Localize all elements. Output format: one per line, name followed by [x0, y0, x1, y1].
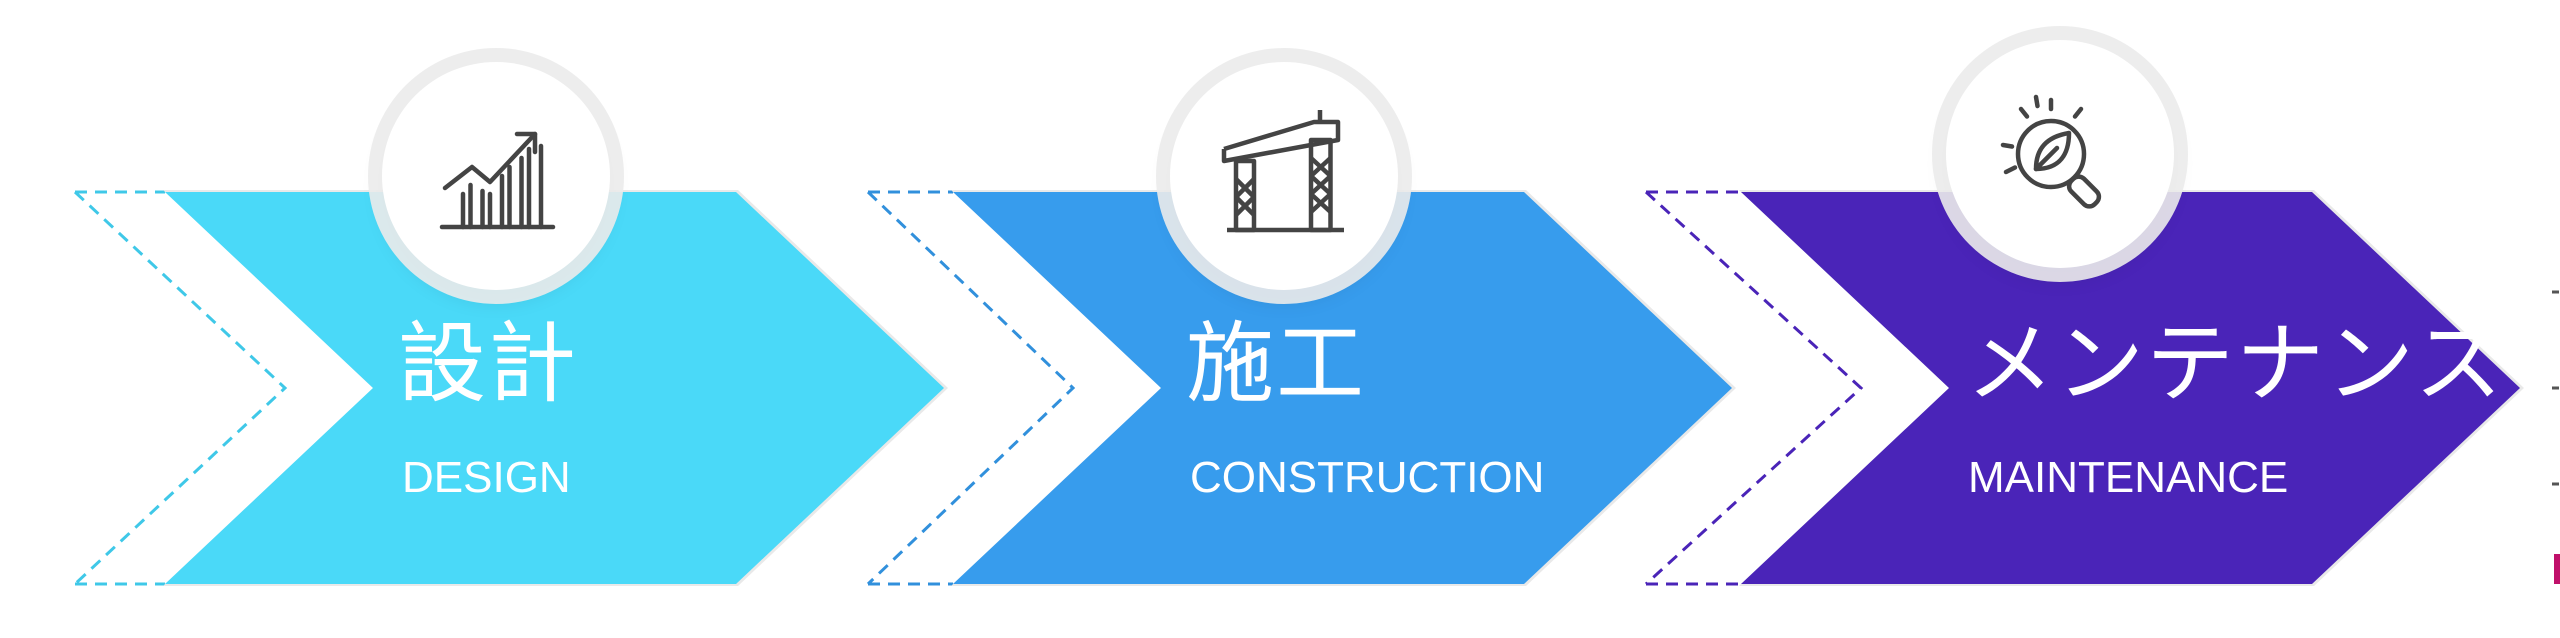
step-construction-subtitle: CONSTRUCTION [1190, 453, 1545, 502]
step-construction-arrow [866, 190, 1736, 586]
step-design: 設計 DESIGN [0, 0, 948, 638]
growth-chart-icon [439, 131, 556, 230]
step-maintenance-icon-circle [1946, 40, 2174, 268]
step-construction-icon-circle [1170, 62, 1398, 290]
leaf-inspection-icon [2000, 94, 2102, 209]
step-maintenance-title: メンテナンス [1966, 312, 2505, 415]
step-design-chevron [165, 192, 944, 584]
step-maintenance: メンテナンス MAINTENANCE [1576, 0, 2524, 638]
edge-marks [2552, 290, 2560, 584]
step-maintenance-chevron [1741, 192, 2520, 584]
construction-crane-icon [1221, 110, 1344, 233]
step-design-subtitle: DESIGN [402, 453, 571, 502]
step-construction: 施工 CONSTRUCTION [788, 0, 1736, 638]
step-construction-title: 施工 [1186, 312, 1367, 415]
step-design-title: 設計 [398, 312, 579, 415]
step-maintenance-arrow [1644, 190, 2524, 586]
step-maintenance-subtitle: MAINTENANCE [1968, 453, 2289, 502]
step-construction-chevron [953, 192, 1732, 584]
step-design-arrow [73, 190, 948, 586]
step-design-icon-circle [382, 62, 610, 290]
